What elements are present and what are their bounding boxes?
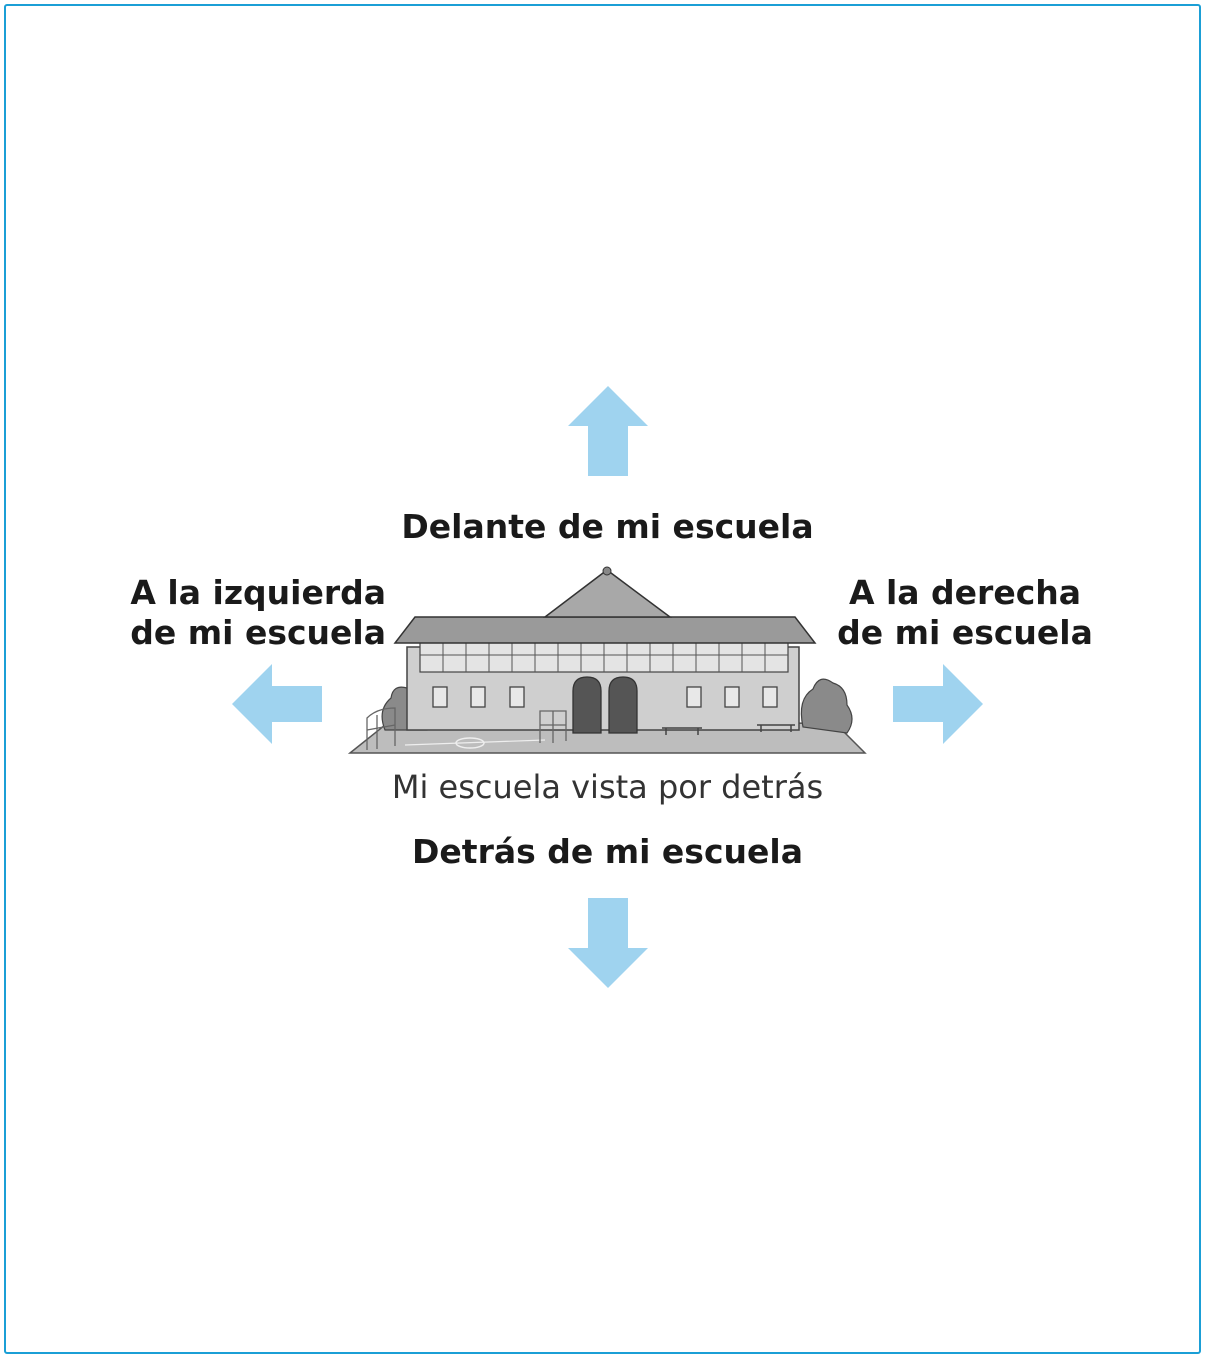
label-front: Delante de mi escuela [401,507,814,546]
arrow-left-icon [232,664,322,744]
label-right: A la derecha de mi escuela [825,573,1105,653]
label-left-line2: de mi escuela [130,613,386,652]
label-left-line1: A la izquierda [130,573,386,612]
page-frame [4,4,1201,1354]
school-caption: Mi escuela vista por detrás [391,768,824,806]
label-right-line2: de mi escuela [837,613,1093,652]
arrow-right-icon [893,664,983,744]
arrow-down-icon [568,898,648,988]
arrow-up-icon [568,386,648,476]
label-right-line1: A la derecha [848,573,1082,612]
school-building-illustration [345,565,870,760]
label-back: Detrás de mi escuela [412,832,803,871]
label-left: A la izquierda de mi escuela [110,573,386,653]
